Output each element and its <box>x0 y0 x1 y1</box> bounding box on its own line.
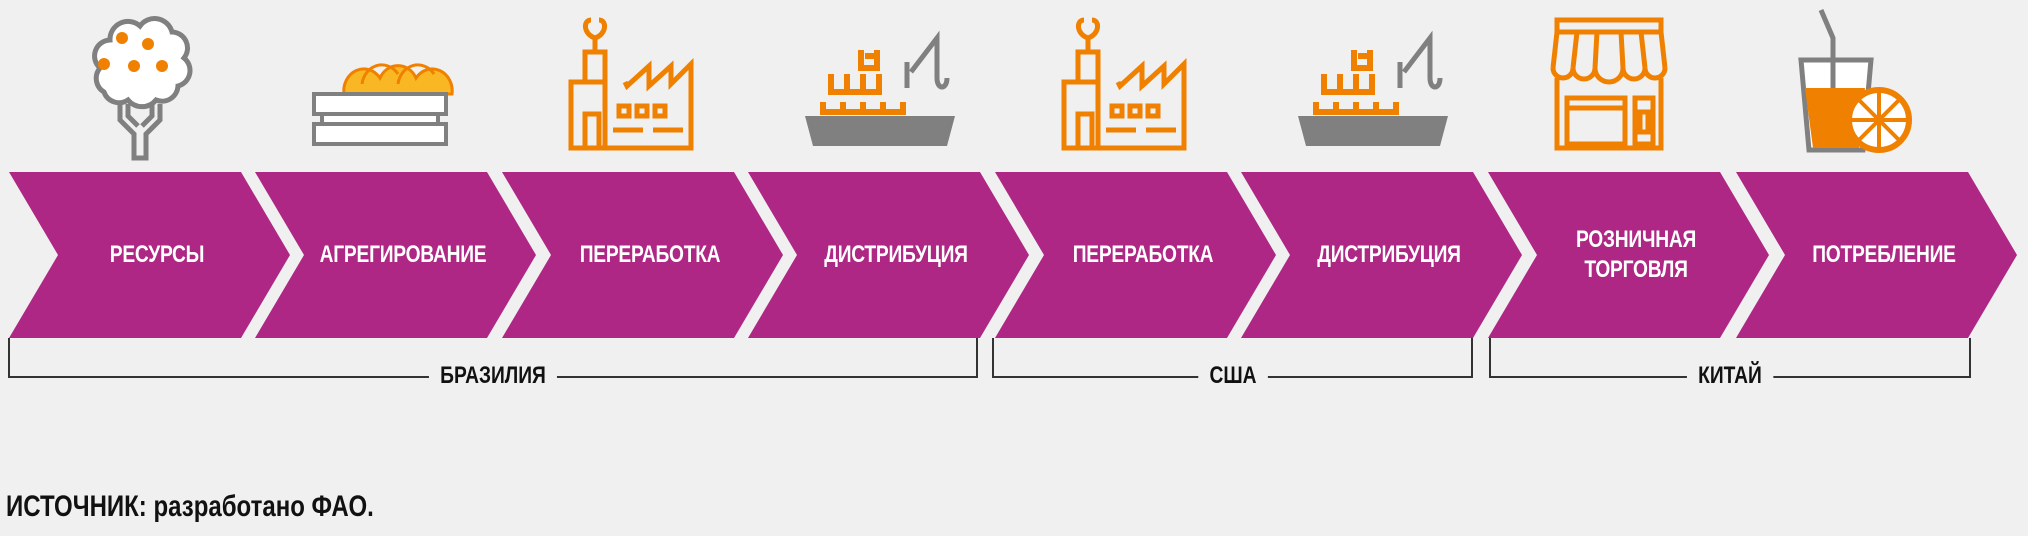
stage-label: АГРЕГИРОВАНИЕ <box>319 241 487 268</box>
stage-label: ПОТРЕБЛЕНИЕ <box>1812 241 1956 268</box>
factory-icon <box>571 20 691 148</box>
source-prefix: ИСТОЧНИК: <box>6 490 147 523</box>
stage-label: ДИСТРИБУЦИЯ <box>1317 241 1461 268</box>
country-label: США <box>1197 362 1268 390</box>
stage-label: ПЕРЕРАБОТКА <box>1072 241 1214 268</box>
country-label: КИТАЙ <box>1686 362 1774 390</box>
orange-tree-icon <box>95 19 190 158</box>
cargo-ship-icon <box>1298 38 1448 146</box>
juice-glass-icon <box>1801 10 1909 150</box>
chevron-stage-6 <box>1241 172 1522 338</box>
chevron-stage-8 <box>1736 172 2017 338</box>
stage-label: ПЕРЕРАБОТКА <box>579 241 721 268</box>
stage-label: РЕСУРСЫ <box>109 241 205 268</box>
stage-label: ДИСТРИБУЦИЯ <box>824 241 968 268</box>
country-label: БРАЗИЛИЯ <box>428 362 558 390</box>
chevron-stage-7 <box>1488 172 1769 338</box>
fruit-crate-icon <box>312 62 455 146</box>
cargo-ship-icon <box>805 38 955 146</box>
source-note: ИСТОЧНИК: разработано ФАО. <box>6 490 374 524</box>
chevron-stage-3 <box>502 172 783 338</box>
chevron-stage-2 <box>255 172 536 338</box>
factory-icon <box>1064 20 1184 148</box>
source-text: разработано ФАО. <box>153 490 374 523</box>
stage-label: РОЗНИЧНАЯ ТОРГОВЛЯ <box>1575 226 1697 283</box>
chevron-stage-4 <box>748 172 1029 338</box>
chevron-stage-5 <box>995 172 1276 338</box>
chevron-stage-1 <box>9 172 290 338</box>
shop-icon <box>1553 20 1665 148</box>
